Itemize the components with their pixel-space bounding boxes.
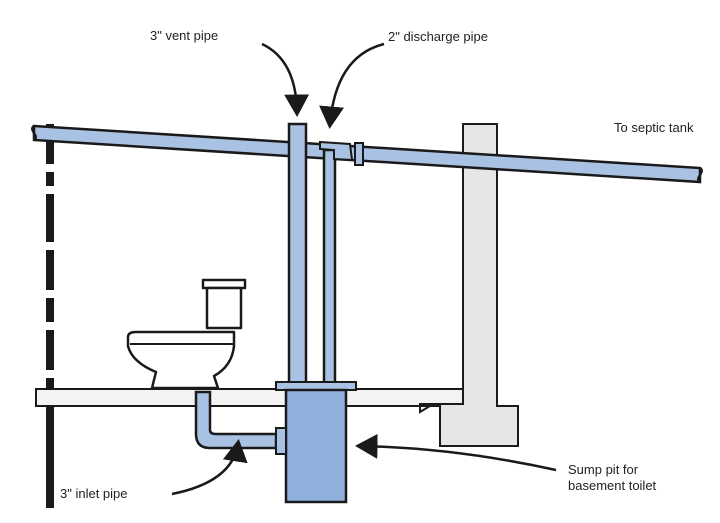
check-valve-fitting xyxy=(319,140,354,162)
vent-pipe-arrow xyxy=(261,42,310,117)
inlet-coupling xyxy=(275,427,287,455)
toilet-bowl xyxy=(126,330,236,390)
vent-pipe xyxy=(287,122,308,386)
basement-toilet xyxy=(126,278,247,390)
main-sewer-pipe xyxy=(32,124,702,184)
inlet-pipe-label: 3" inlet pipe xyxy=(60,486,128,501)
pipe-end-cap-left xyxy=(31,124,37,142)
pipe-end-cap-right xyxy=(697,166,703,184)
sump-pit-arrow xyxy=(355,433,557,472)
toilet-tank xyxy=(205,286,243,330)
discharge-pipe-arrow xyxy=(319,42,385,129)
discharge-pipe-label: 2" discharge pipe xyxy=(388,29,489,44)
pipe-coupling xyxy=(354,142,364,166)
sump-pit xyxy=(284,388,348,504)
inlet-pipe-arrow xyxy=(171,439,248,496)
sump-pit-label-line1: Sump pit for xyxy=(568,462,639,477)
sump-pit-label-line2: basement toilet xyxy=(568,478,657,493)
septic-tank-label: To septic tank xyxy=(614,120,694,135)
floor-slab xyxy=(35,388,464,414)
discharge-pipe xyxy=(322,148,337,386)
left-wall-dashed xyxy=(46,124,54,508)
vent-pipe-label: 3" vent pipe xyxy=(150,28,219,43)
